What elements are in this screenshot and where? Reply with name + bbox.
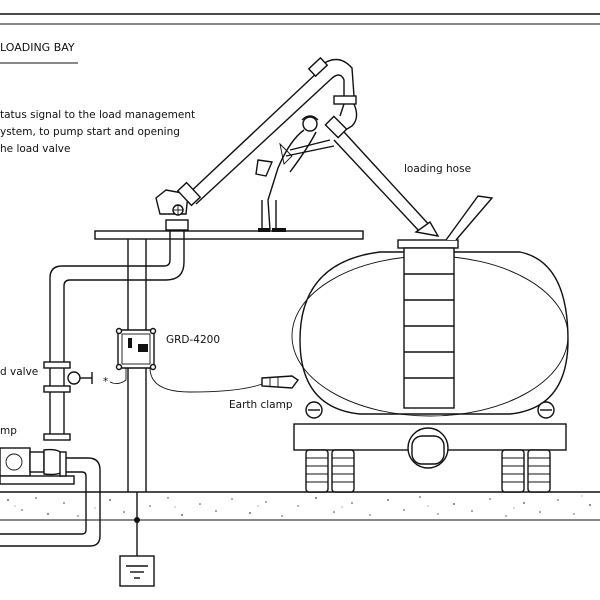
section-title: LOADING BAY [0, 41, 75, 54]
operator-figure [255, 115, 335, 232]
tanker-truck [291, 195, 569, 493]
ground-surface [0, 491, 600, 521]
valve-label: d valve [0, 366, 38, 378]
load-valve [43, 361, 93, 393]
grd-4200-label: GRD-4200 [166, 334, 220, 346]
signal-cable [149, 367, 263, 393]
earth-clamp-label: Earth clamp [229, 399, 293, 411]
riser-pipe [49, 219, 189, 440]
pump-label: mp [0, 425, 17, 437]
note-line-1: tatus signal to the load management [0, 109, 195, 121]
earth-clamp [261, 375, 300, 389]
loading-hose-label: loading hose [404, 163, 471, 175]
drawing-frame [0, 13, 600, 64]
status-note: tatus signal to the load management yste… [0, 109, 195, 155]
loading-arm [155, 56, 440, 237]
grd-4200-box [115, 327, 157, 371]
asterisk-mark: * [103, 376, 108, 388]
note-line-2: ystem, to pump start and opening [0, 126, 180, 138]
note-line-3: he load valve [0, 143, 70, 155]
earth-ground-icon [119, 492, 155, 587]
pump-assembly [0, 433, 101, 547]
